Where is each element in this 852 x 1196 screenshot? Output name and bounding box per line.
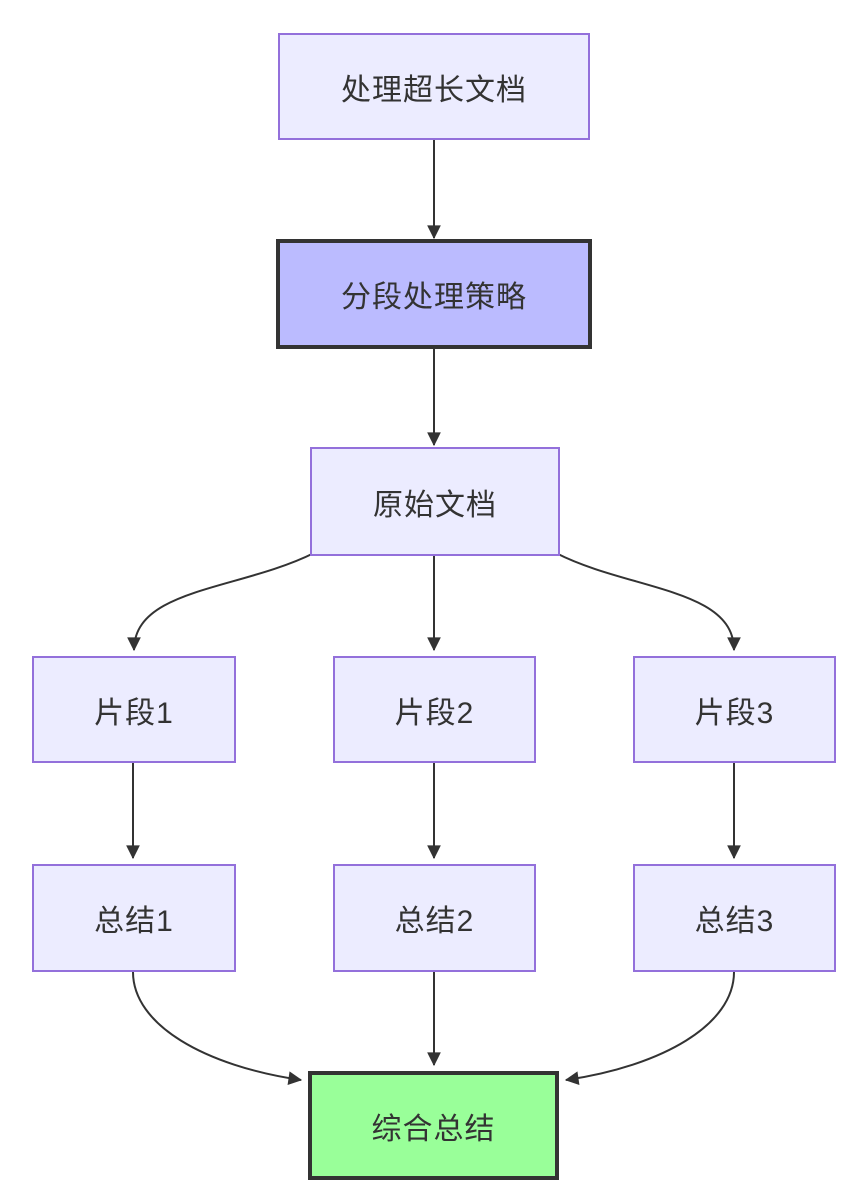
node-process-long-document: 处理超长文档 [278,33,590,140]
node-label: 总结3 [694,905,775,938]
node-summary-2: 总结2 [333,864,536,972]
node-label: 片段2 [394,696,475,730]
node-original-document: 原始文档 [310,447,560,556]
edge-original-to-fragment-3 [555,552,741,652]
node-segment-strategy: 分段处理策略 [276,239,592,349]
node-summary-3: 总结3 [633,864,836,972]
node-fragment-1: 片段1 [32,656,236,763]
node-label: 片段3 [694,696,775,730]
edge-original-to-fragment-1 [127,552,315,652]
node-fragment-2: 片段2 [333,656,536,763]
node-fragment-3: 片段3 [633,656,836,763]
node-label: 原始文档 [373,488,497,522]
node-summary-1: 总结1 [32,864,236,972]
node-label: 总结1 [94,905,174,938]
edge-summary-3-to-final [564,971,735,1085]
edge-summary-1-to-final [132,971,303,1085]
node-final-summary: 综合总结 [308,1071,559,1180]
node-label: 总结2 [394,905,475,938]
node-label: 片段1 [94,696,174,730]
node-label: 分段处理策略 [341,281,527,314]
node-label: 处理超长文档 [341,73,527,107]
node-label: 综合总结 [371,1112,496,1146]
